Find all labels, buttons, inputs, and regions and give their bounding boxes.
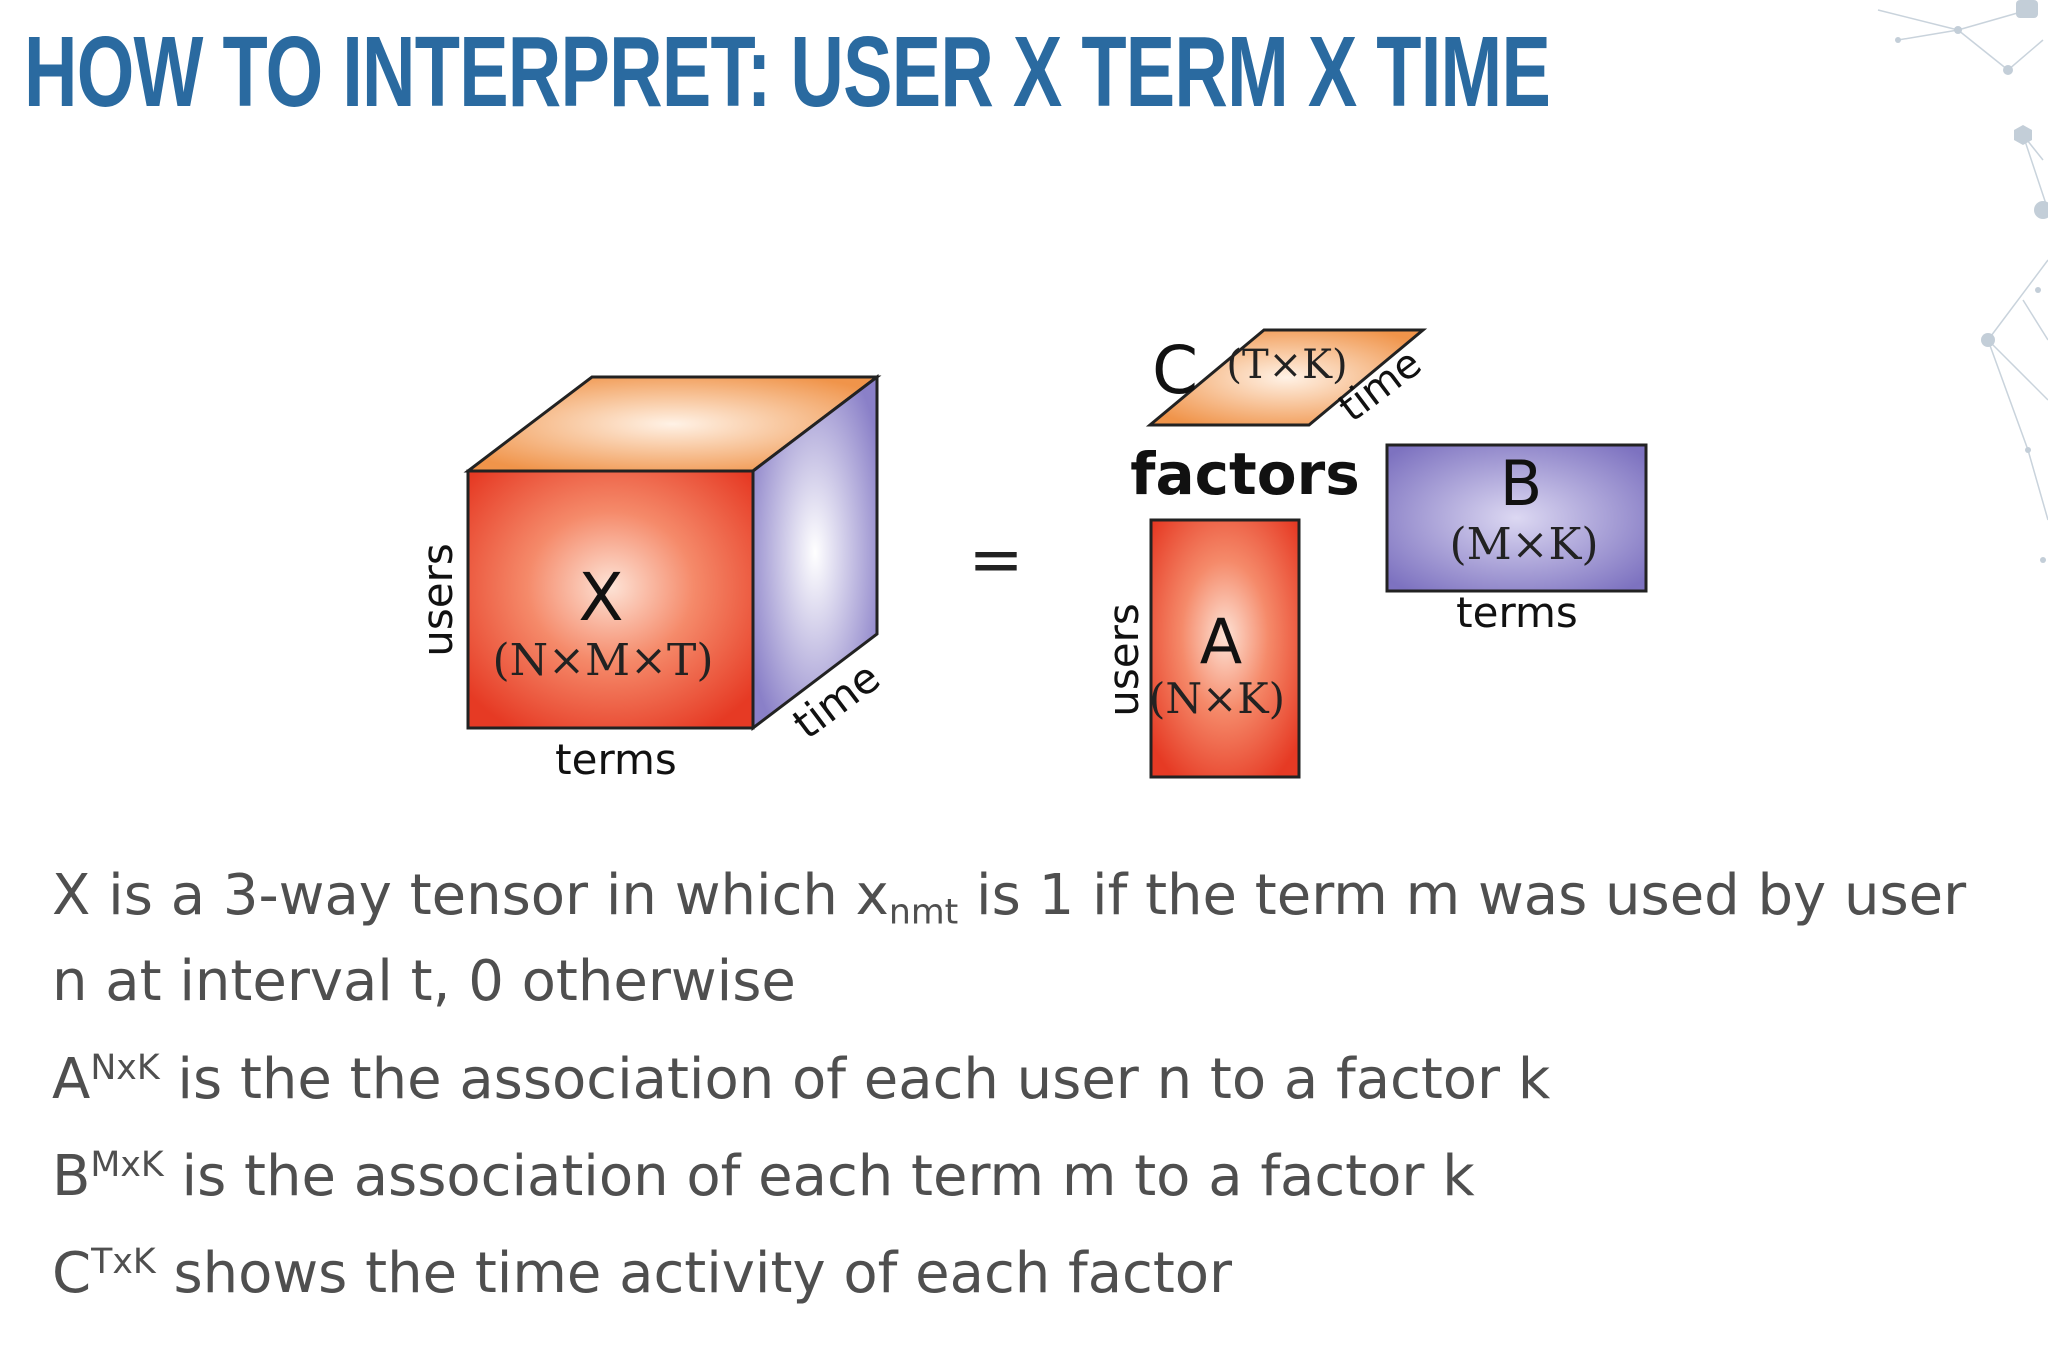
description-line-4: BMxK is the association of each term m t… xyxy=(52,1148,2012,1246)
description-line-5: CTxK shows the time activity of each fac… xyxy=(52,1245,2012,1302)
factor-b-terms-label: terms xyxy=(1456,588,1578,637)
cube-front-face xyxy=(466,469,755,730)
tensor-dims: (N×M×T) xyxy=(493,635,714,686)
line5-superscript: TxK xyxy=(91,1241,156,1282)
line3-base: A xyxy=(52,1047,91,1112)
line5-text: shows the time activity of each factor xyxy=(155,1241,1233,1306)
network-decoration xyxy=(1877,0,2048,563)
description-line-1: X is a 3-way tensor in which xnmt is 1 i… xyxy=(52,868,2012,954)
factor-a-dims: (N×K) xyxy=(1149,674,1285,723)
equals-sign: = xyxy=(968,521,1023,598)
line3-superscript: NxK xyxy=(90,1047,160,1088)
factor-c-shape xyxy=(1145,328,1428,427)
factor-a-users-label: users xyxy=(1099,603,1148,717)
line3-text: is the the association of each user n to… xyxy=(159,1047,1551,1112)
line5-base: C xyxy=(52,1241,92,1306)
line4-superscript: MxK xyxy=(90,1144,164,1185)
factor-c-dims: (T×K) xyxy=(1226,342,1347,388)
factor-b-rect xyxy=(1385,443,1648,593)
line4-text: is the association of each term m to a f… xyxy=(163,1144,1475,1209)
line1-subscript: nmt xyxy=(888,892,959,933)
line1-post: is 1 if the term m was used by user xyxy=(958,863,1967,928)
factor-b-dims: (M×K) xyxy=(1449,519,1598,570)
line4-base: B xyxy=(52,1144,91,1209)
factor-a-symbol: A xyxy=(1200,605,1242,678)
factors-label: factors xyxy=(1130,440,1359,508)
tensor-users-label: users xyxy=(413,543,462,657)
tensor-terms-label: terms xyxy=(555,735,677,784)
tensor-decomposition-diagram: X (N×M×T) users terms time = C (T×K) tim… xyxy=(413,328,1648,784)
factor-a-rect xyxy=(1149,518,1301,779)
description-line-2: n at interval t, 0 otherwise xyxy=(52,949,796,1014)
description-text: X is a 3-way tensor in which xnmt is 1 i… xyxy=(52,868,2012,1302)
factor-b-symbol: B xyxy=(1500,447,1543,520)
description-line-3: ANxK is the the association of each user… xyxy=(52,1051,2012,1149)
factor-c-symbol: C xyxy=(1152,332,1198,409)
line1-pre: X is a 3-way tensor in which x xyxy=(52,863,889,928)
slide-title: HOW TO INTERPRET: USER X TERM X TIME xyxy=(24,16,1551,128)
tensor-symbol: X xyxy=(578,559,623,636)
